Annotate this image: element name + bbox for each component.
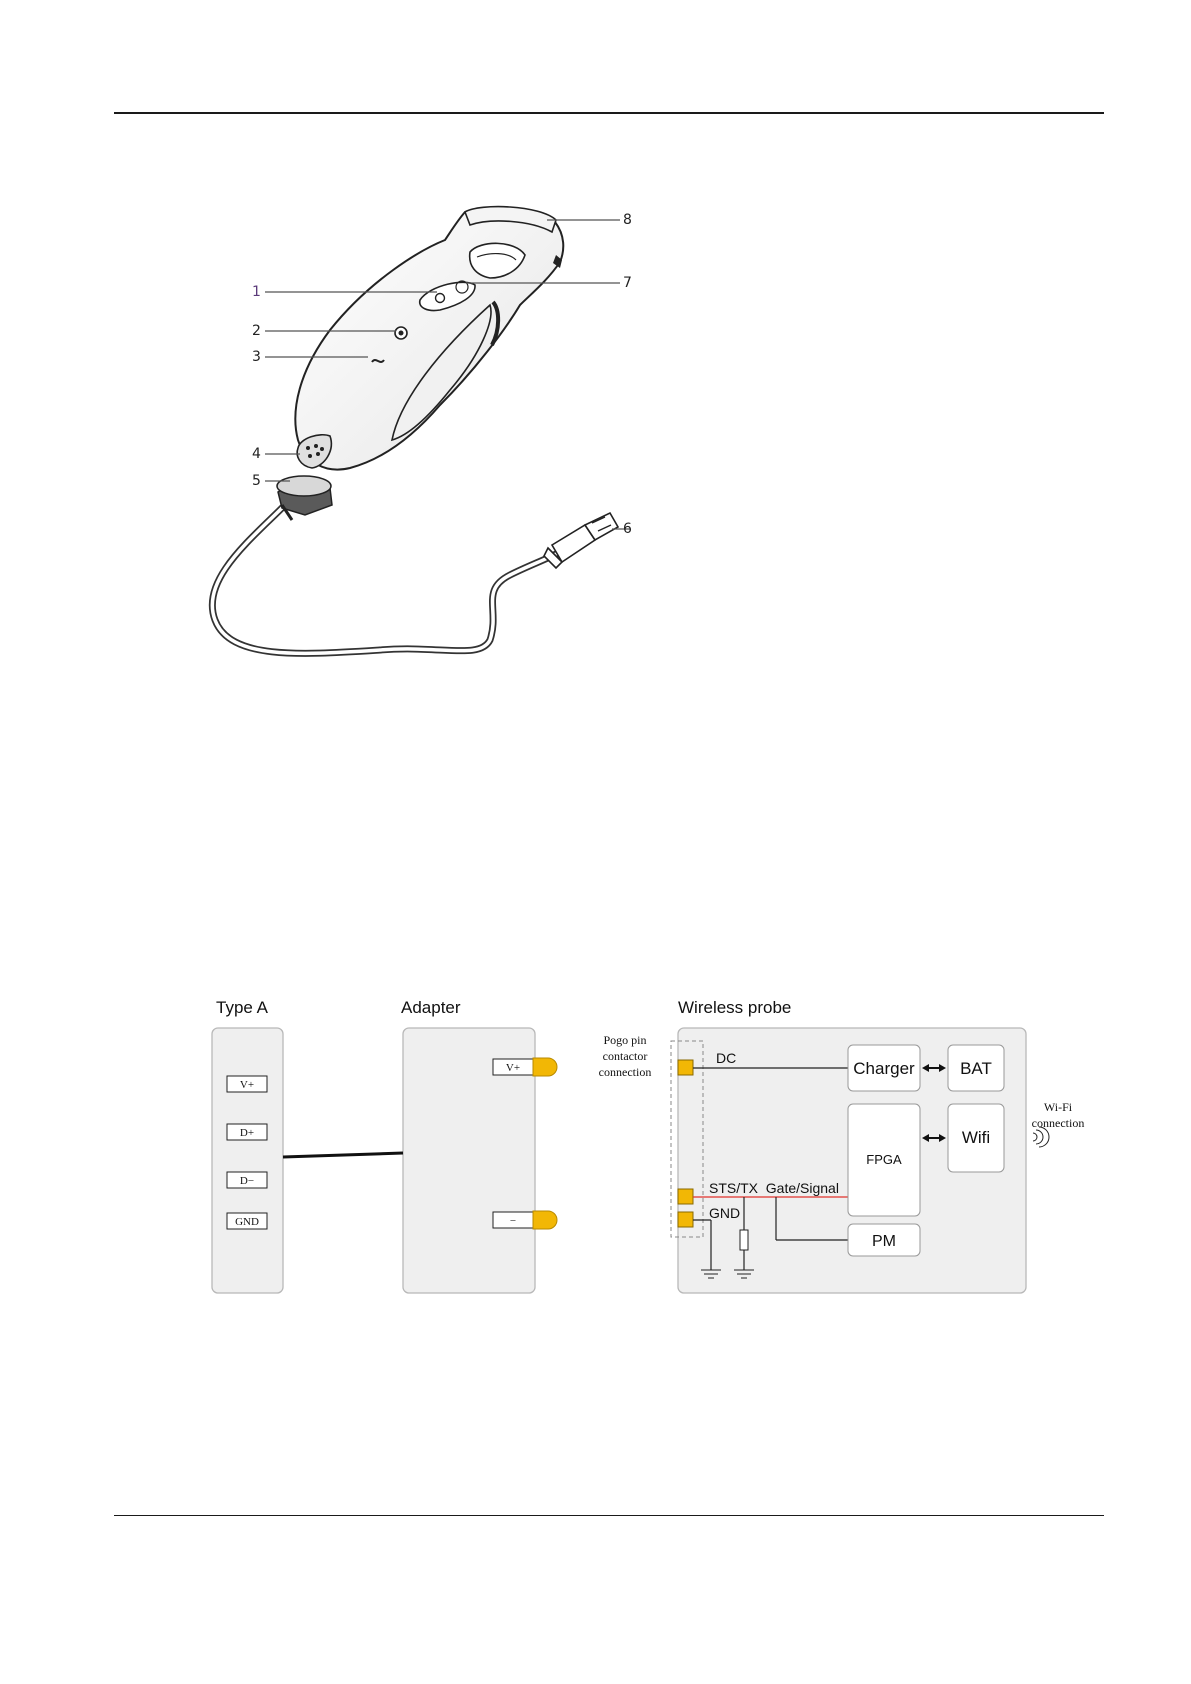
wireless-probe-title: Wireless probe [678, 998, 791, 1017]
pad-signal [678, 1189, 693, 1204]
wifi-label: Wifi [962, 1128, 990, 1147]
type-a-pin-vplus: V+ [240, 1079, 254, 1091]
pad-gnd [678, 1212, 693, 1227]
pogo-label-line1: Pogo pin [603, 1033, 646, 1047]
charger-label: Charger [853, 1059, 915, 1078]
type-a-pin-dplus: D+ [240, 1127, 254, 1139]
signal-dc-label: DC [716, 1050, 736, 1066]
type-a-panel [212, 1028, 283, 1293]
resistor [740, 1230, 748, 1250]
adapter-pin-vplus: V+ [506, 1062, 520, 1074]
signal-gnd-label: GND [709, 1205, 740, 1221]
signal-sts-label: STS/TX Gate/Signal [709, 1180, 839, 1196]
pogo-tip-vplus [533, 1058, 557, 1076]
type-a-pin-gnd: GND [235, 1216, 259, 1228]
pogo-label-line2: contactor [603, 1049, 648, 1063]
pogo-tip-minus [533, 1211, 557, 1229]
adapter-pin-minus: − [510, 1215, 516, 1227]
adapter-title: Adapter [401, 998, 461, 1017]
type-a-pin-dminus: D− [240, 1175, 254, 1187]
bat-label: BAT [960, 1059, 992, 1078]
type-a-title: Type A [216, 998, 269, 1017]
pogo-label-line3: connection [599, 1065, 652, 1079]
wifi-signal-icon [1033, 1127, 1049, 1147]
wifi-connection-line2: connection [1032, 1116, 1085, 1130]
fpga-label: FPGA [866, 1152, 902, 1167]
wifi-connection-line1: Wi-Fi [1044, 1100, 1073, 1114]
usb-cable-line [283, 1153, 403, 1157]
pad-dc [678, 1060, 693, 1075]
pm-label: PM [872, 1233, 896, 1250]
